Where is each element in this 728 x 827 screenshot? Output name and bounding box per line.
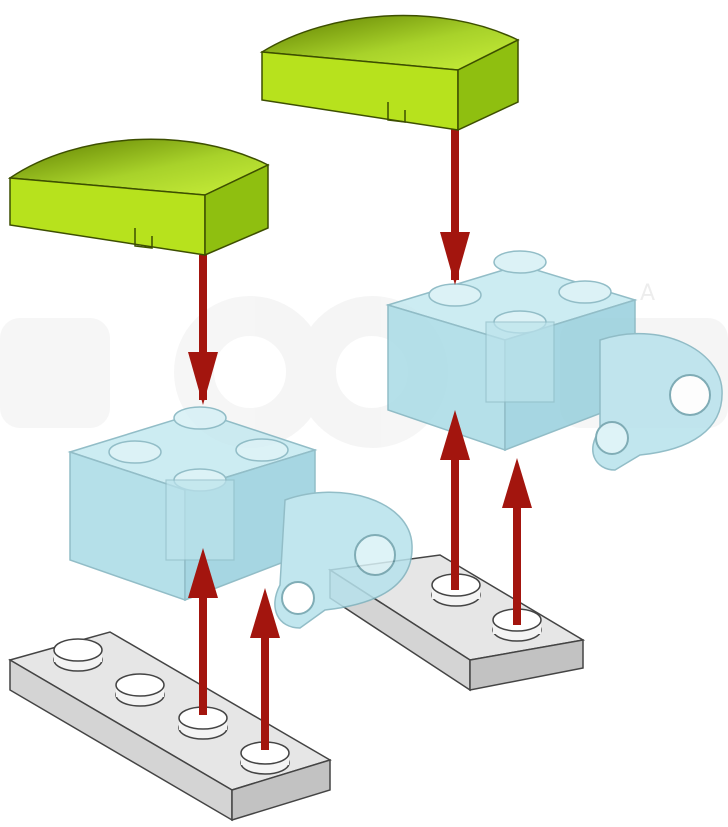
right-transparent-brick <box>385 250 723 471</box>
left-grey-plate <box>8 631 332 822</box>
left-up-arrow-2-head <box>250 588 280 638</box>
right-arrows <box>440 128 532 625</box>
left-plate-stud-3 <box>178 706 228 740</box>
left-down-arrow-head <box>188 352 218 405</box>
left-plate-stud-1 <box>53 638 103 672</box>
svg-text:A: A <box>640 281 655 306</box>
right-down-arrow-head <box>440 232 470 285</box>
right-plate-stud-1 <box>431 573 481 607</box>
right-up-arrow-2-head <box>502 458 532 508</box>
left-arrows <box>188 255 280 750</box>
right-up-arrow-1-head <box>440 410 470 460</box>
left-plate-stud-2 <box>115 673 165 707</box>
left-up-arrow-1-head <box>188 548 218 598</box>
left-transparent-brick <box>67 406 413 629</box>
left-curved-slope <box>7 138 270 257</box>
right-curved-slope <box>259 14 520 132</box>
left-plate-stud-4 <box>240 741 290 775</box>
